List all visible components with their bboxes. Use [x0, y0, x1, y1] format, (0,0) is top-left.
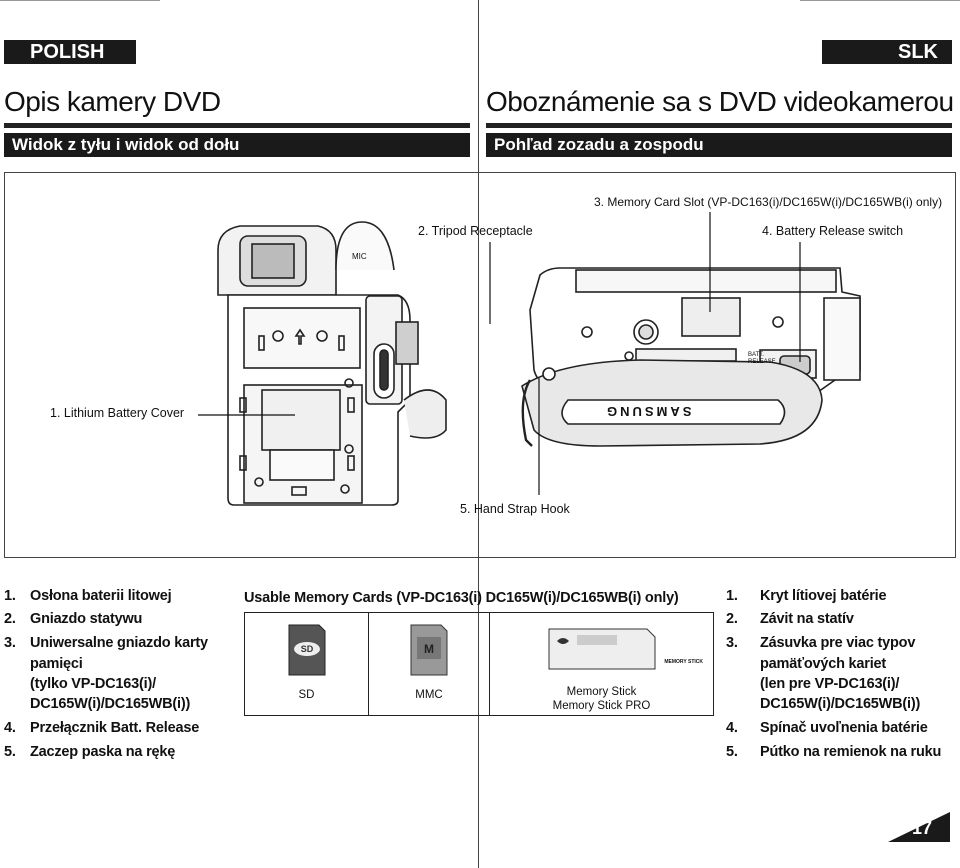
- memory-stick-icon: [548, 628, 655, 670]
- section-heading-right: Pohľad zozadu a zospodu: [486, 133, 952, 157]
- memory-stick-card-text: MEMORY STICK: [664, 659, 703, 665]
- mmc-card-icon: M: [410, 624, 448, 676]
- center-divider: [478, 0, 479, 868]
- title-rule-left: [4, 123, 470, 128]
- batt-release-label: BATT. RELEASE: [748, 352, 776, 365]
- page-title-left: Opis kamery DVD: [4, 86, 221, 117]
- memory-stick-pro-label: Memory Stick PRO: [552, 700, 651, 712]
- camera-figure-box: [4, 172, 956, 558]
- brand-label: SAMSUNG: [604, 404, 692, 419]
- top-rule-left: [0, 0, 160, 1]
- language-tab-slovak: SLK: [822, 40, 952, 64]
- memory-stick-labels: Memory Stick Memory Stick PRO: [490, 685, 713, 713]
- title-rule-right: [486, 123, 952, 128]
- card-cell-sd: SD SD: [244, 612, 369, 716]
- mmc-label: MMC: [415, 689, 443, 701]
- page-title-right: Oboznámenie sa s DVD videokamerou: [486, 86, 954, 117]
- sd-card-icon: SD: [288, 624, 325, 676]
- camera-illustration: [198, 212, 861, 506]
- memory-cards-table: SD SD M MMC MEMORY STICK Memory Stick Me…: [244, 612, 714, 716]
- callout-memory-card-slot: 3. Memory Card Slot (VP-DC163(i)/DC165W(…: [594, 195, 943, 209]
- svg-text:M: M: [424, 642, 434, 656]
- mic-label: MIC: [352, 252, 367, 261]
- callout-tripod-receptacle: 2. Tripod Receptacle: [418, 224, 533, 238]
- callout-hand-strap-hook: 5. Hand Strap Hook: [460, 502, 570, 516]
- card-cell-mmc: M MMC: [368, 612, 490, 716]
- sd-label: SD: [298, 689, 315, 701]
- usable-cards-title: Usable Memory Cards (VP-DC163(i) DC165W(…: [244, 590, 679, 606]
- callout-lithium-battery-cover: 1. Lithium Battery Cover: [50, 406, 185, 420]
- top-rule-right: [800, 0, 960, 1]
- card-cell-memory-stick: MEMORY STICK Memory Stick Memory Stick P…: [489, 612, 714, 716]
- page-number: 17: [912, 818, 933, 838]
- callout-battery-release-switch: 4. Battery Release switch: [762, 224, 904, 238]
- section-heading-left: Widok z tyłu i widok od dołu: [4, 133, 470, 157]
- svg-text:SD: SD: [300, 644, 313, 654]
- language-tab-polish: POLISH: [4, 40, 136, 64]
- page-number-triangle: [888, 812, 950, 842]
- memory-stick-label: Memory Stick: [566, 686, 637, 698]
